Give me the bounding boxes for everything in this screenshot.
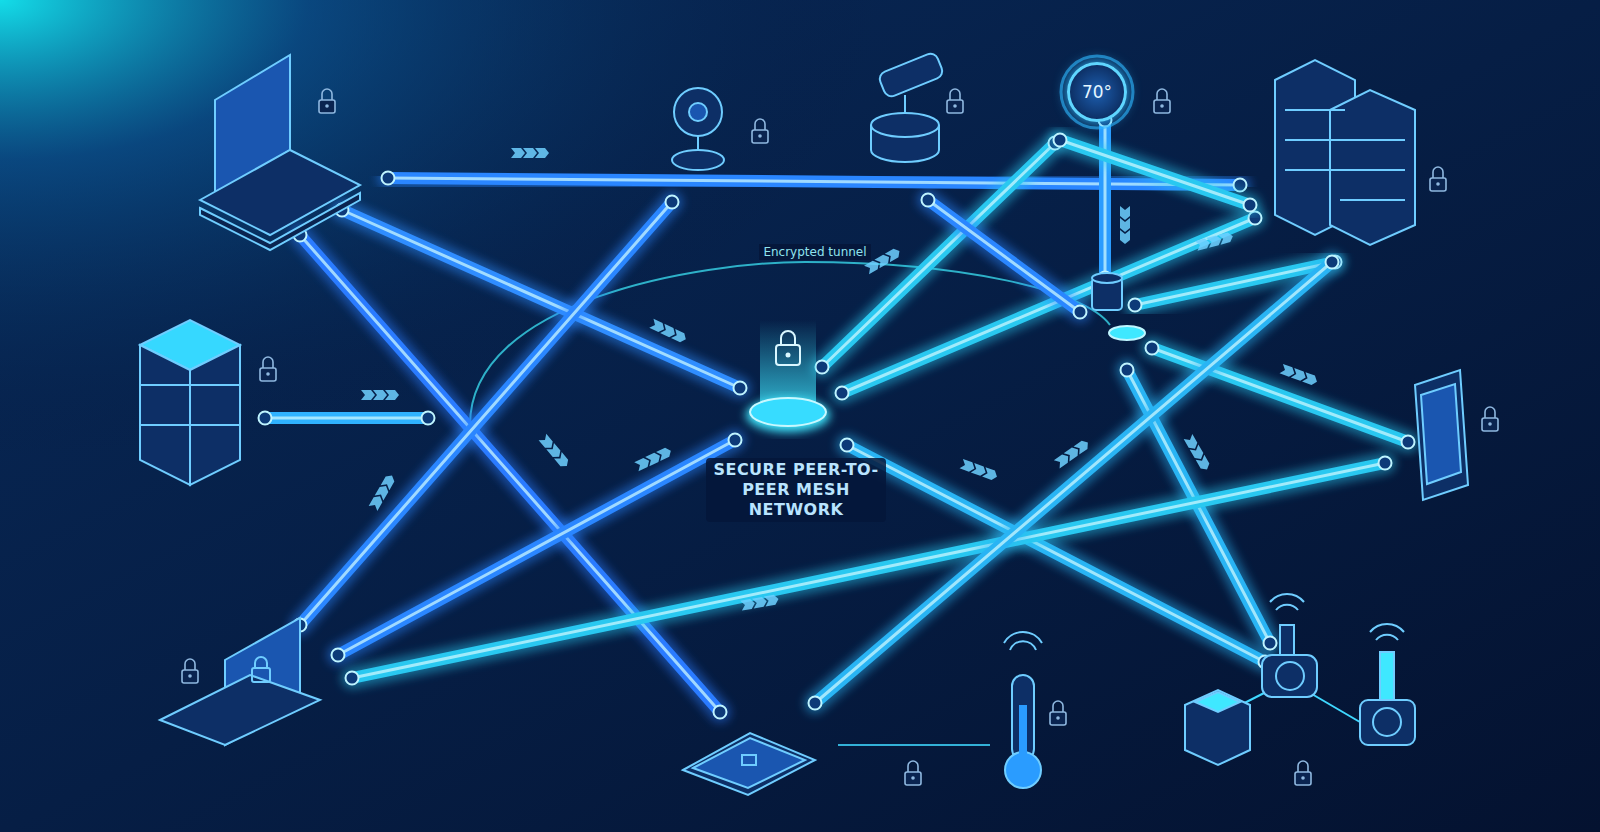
lock-icon (1154, 89, 1170, 113)
lock-icon (947, 89, 963, 113)
glow-tube (332, 434, 742, 662)
phone-icon (1415, 370, 1468, 500)
lock-icon (182, 659, 198, 683)
server-icon (1275, 60, 1415, 245)
tunnel-arc (470, 262, 1110, 425)
flow-chevrons (634, 446, 673, 471)
machine-icon (1185, 594, 1415, 765)
glow-tube (922, 194, 1087, 319)
server-icon (140, 320, 240, 485)
camera-icon (672, 88, 724, 170)
thermostat-ring (1061, 56, 1133, 128)
tube-layer (259, 114, 1415, 719)
thermostat-node: 70° (1067, 62, 1127, 122)
lock-icon (260, 357, 276, 381)
flow-chevrons (1184, 434, 1212, 472)
laptop-icon (200, 55, 360, 250)
flow-chevrons (369, 473, 397, 511)
glow-tube (809, 256, 1339, 710)
flow-chevrons (1120, 206, 1130, 244)
relay-node (1092, 273, 1145, 340)
flow-chevrons (1280, 364, 1319, 386)
glow-tube (382, 172, 1247, 192)
thermometer-icon (1004, 632, 1042, 788)
lock-icon (1050, 701, 1066, 725)
cctv-icon (871, 51, 945, 162)
phone-icon (683, 733, 815, 795)
lock-icon (1430, 167, 1446, 191)
chevron-layer (361, 148, 1319, 611)
glow-tube (1054, 134, 1257, 212)
lock-layer (182, 89, 1498, 785)
flow-chevrons (511, 148, 549, 158)
glow-tube (1099, 114, 1112, 285)
lock-icon (1295, 761, 1311, 785)
flow-chevrons (960, 459, 999, 481)
flow-chevrons (649, 319, 688, 344)
glow-tube (259, 412, 435, 425)
device-icons (140, 51, 1468, 795)
flow-chevrons (1195, 231, 1234, 250)
hub-icon (746, 320, 830, 432)
temperature-reading: 70° (1082, 82, 1112, 102)
lock-icon (1482, 407, 1498, 431)
sensor-link (838, 744, 990, 746)
hub-node: SECURE PEER-TO-PEER MESH NETWORK (706, 458, 886, 522)
lock-icon (905, 761, 921, 785)
lock-icon (752, 119, 768, 143)
tunnel-label: Encrypted tunnel (759, 244, 870, 260)
flow-chevrons (1054, 438, 1091, 468)
network-title: SECURE PEER-TO-PEER MESH NETWORK (706, 458, 886, 522)
laptop-icon (160, 618, 320, 745)
lock-icon (319, 89, 335, 113)
flow-chevrons (361, 390, 399, 400)
flow-chevrons (539, 434, 571, 470)
flow-chevrons (740, 594, 779, 610)
